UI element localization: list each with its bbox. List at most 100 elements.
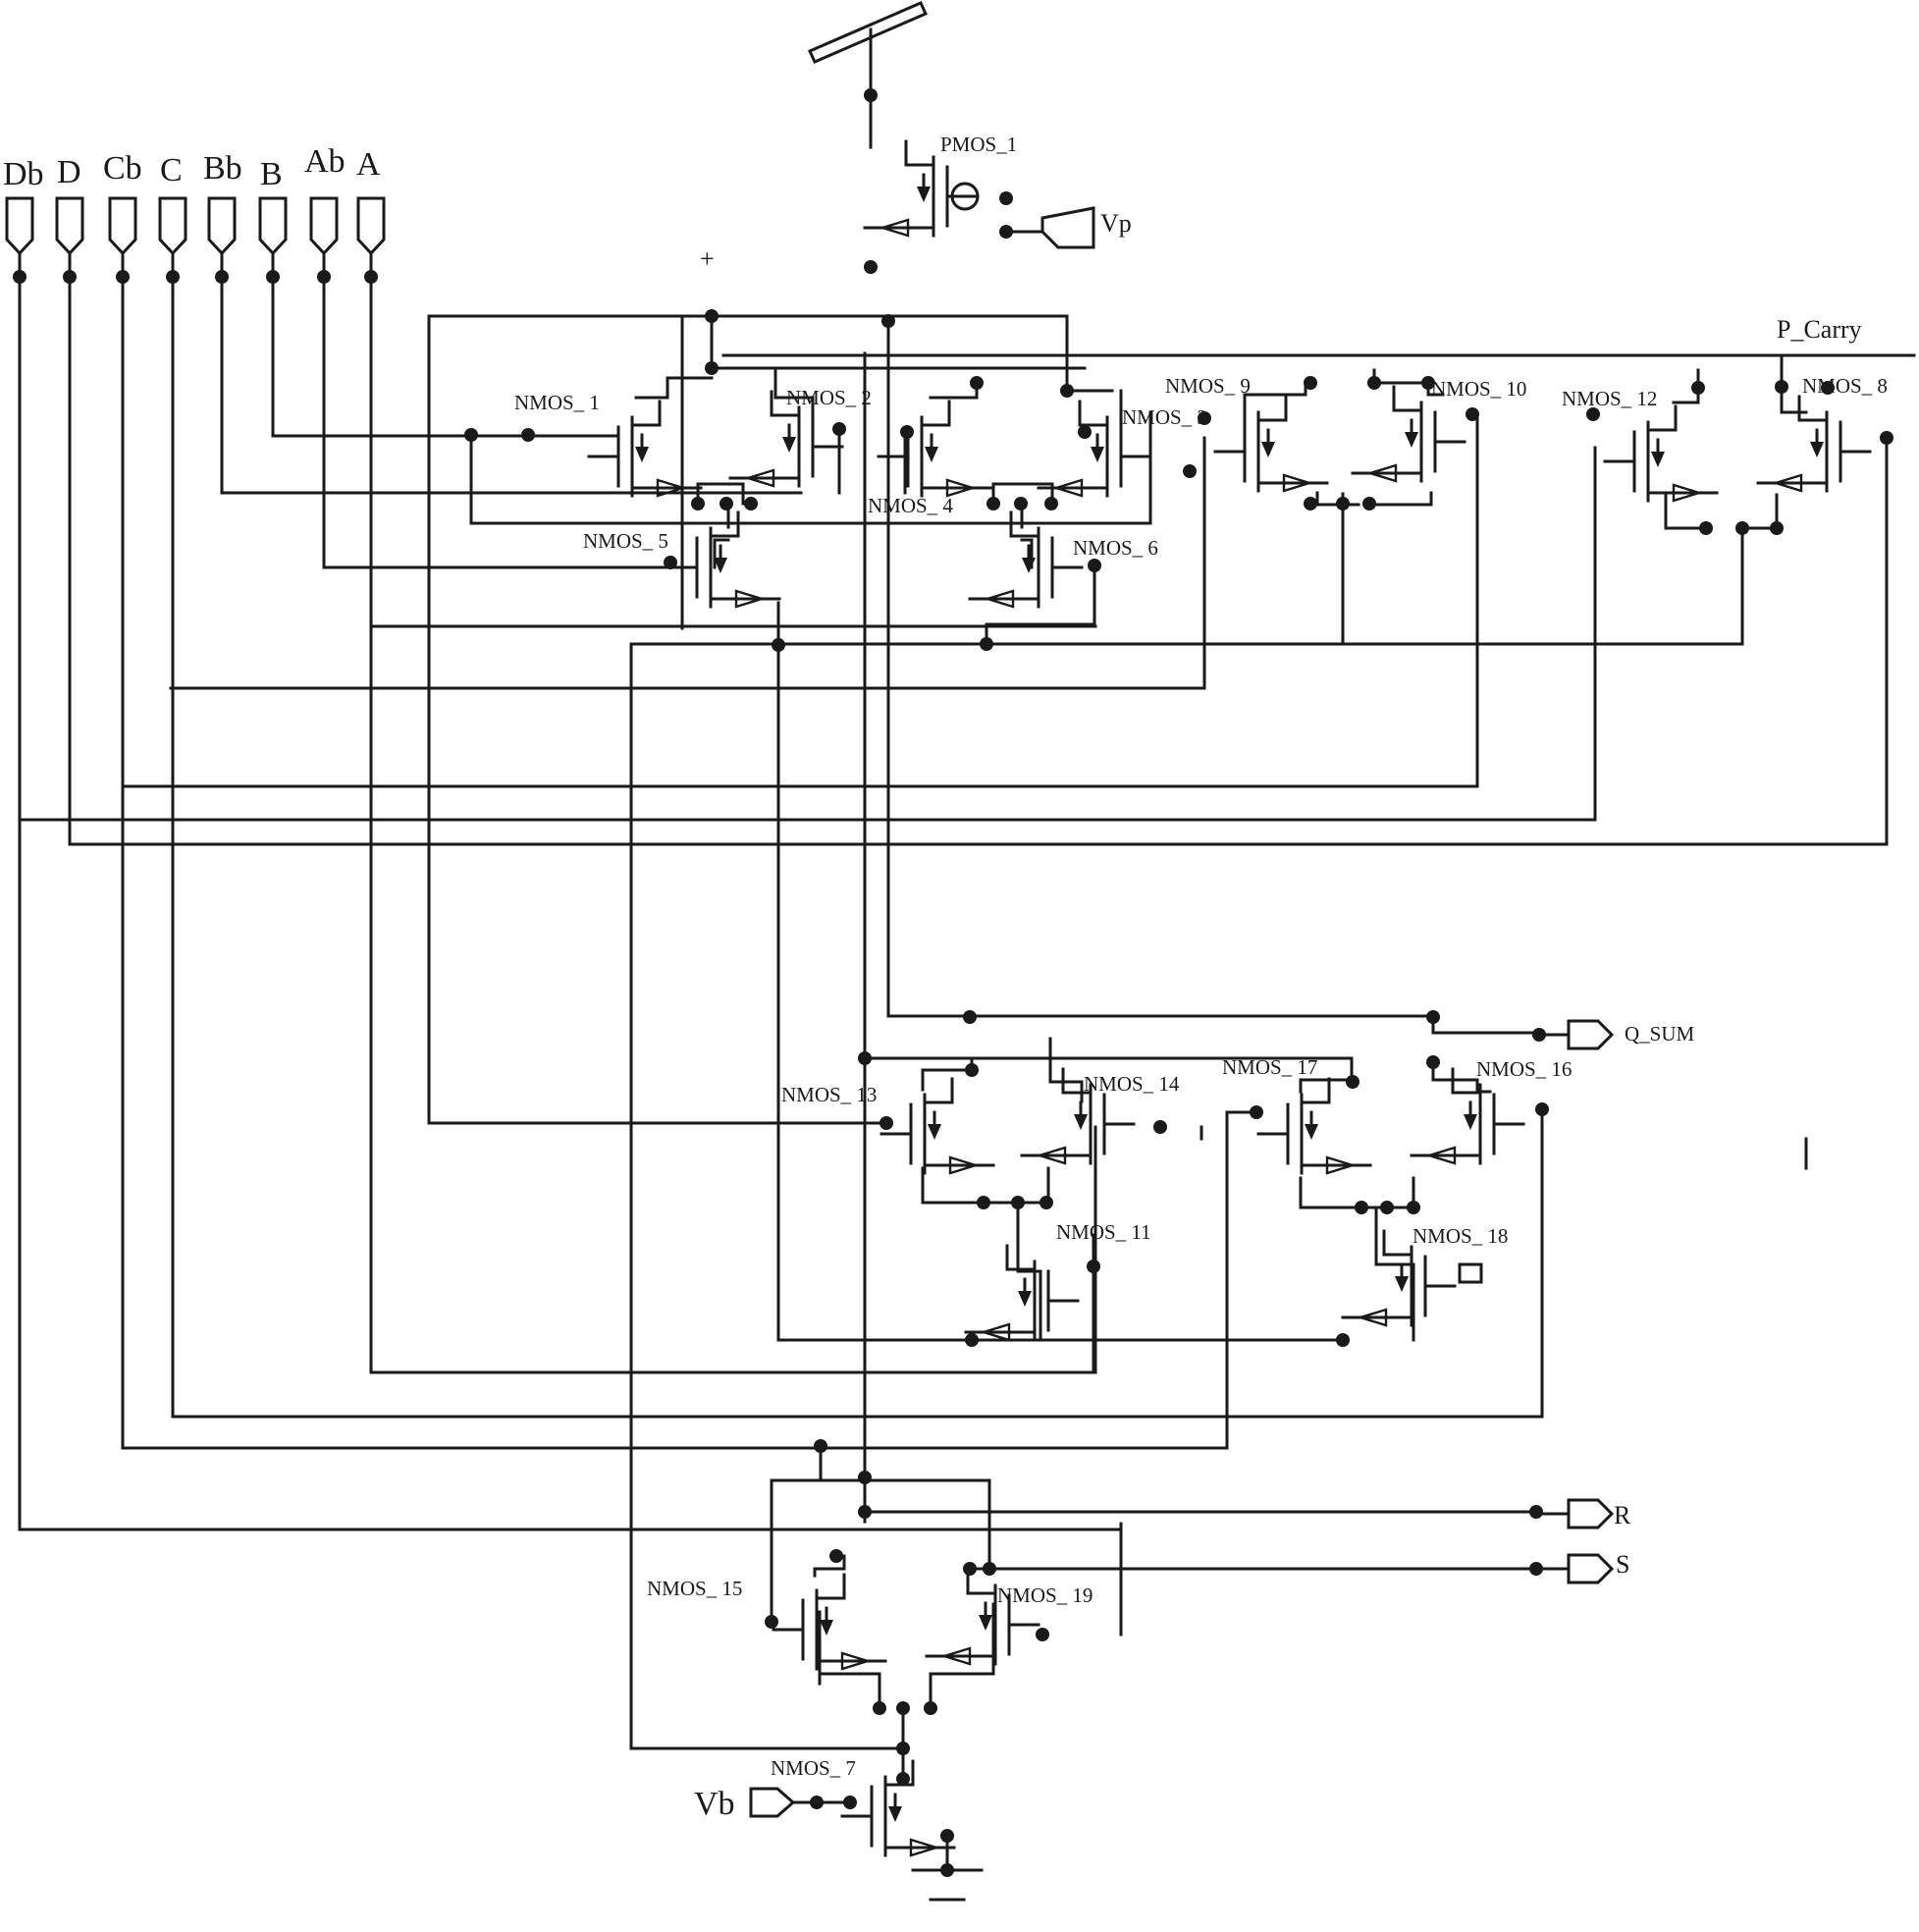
junction-dot: [1011, 1196, 1025, 1209]
input-label-D: D: [57, 154, 81, 190]
junction-dot: [1421, 376, 1435, 390]
junction-dot: [880, 1116, 893, 1130]
transistor-nmos5: NMOS_ 5: [583, 510, 781, 609]
upper-logic-wiring: [271, 314, 1152, 645]
junction-dot: [999, 191, 1013, 205]
junction-dot: [1088, 559, 1101, 572]
junction-dot: [1466, 407, 1479, 421]
junction-dot: [1535, 1102, 1549, 1116]
transistor-nmos4: NMOS_ 4: [868, 400, 992, 517]
junction-dot: [1153, 1120, 1167, 1134]
junction-dot: [896, 1772, 910, 1786]
junction-dot: [765, 1615, 778, 1629]
junction-dot: [1183, 464, 1197, 478]
ground-icon: [911, 1868, 984, 1902]
transistor-label-nmos16: NMOS_ 16: [1476, 1057, 1572, 1081]
junction-dot: [963, 1562, 977, 1576]
transistor-nmos12: NMOS_ 12: [1562, 387, 1719, 503]
input-pin-Db: Db: [3, 156, 44, 279]
transistor-label-nmos9: NMOS_ 9: [1165, 374, 1251, 398]
junction-dot: [1036, 1628, 1049, 1641]
junction-dot: [873, 1701, 886, 1715]
junction-dot: [464, 428, 478, 442]
junction-dot: [963, 1010, 977, 1024]
transistor-label-nmos12: NMOS_ 12: [1562, 387, 1657, 410]
junction-dot: [1380, 1201, 1394, 1214]
port-r-label: R: [1614, 1501, 1631, 1530]
port-vb-label: Vb: [694, 1786, 735, 1822]
terminal-square-icon: [1458, 1262, 1483, 1284]
transistor-nmos15: NMOS_ 15: [647, 1573, 887, 1671]
port-q-sum-label: Q_SUM: [1625, 1022, 1695, 1046]
junction-dot: [983, 1562, 996, 1576]
input-pin-D: D: [55, 154, 84, 279]
junction-dot: [1586, 407, 1600, 421]
supply-rail-symbol: [808, 1, 928, 149]
junction-dot: [924, 1701, 937, 1715]
distribution-wires: [18, 314, 1889, 1750]
transistor-label-nmos19: NMOS_ 19: [997, 1583, 1093, 1607]
transistor-label-nmos11: NMOS_ 11: [1056, 1220, 1151, 1244]
junction-dot: [1198, 411, 1211, 425]
junction-dot: [965, 1063, 979, 1077]
junction-dot: [1362, 497, 1376, 510]
port-p-carry-label: P_Carry: [1777, 315, 1862, 344]
junction-dot: [1735, 521, 1749, 535]
transistor-nmos17: NMOS_ 17: [1222, 1055, 1372, 1175]
junction-dot: [965, 1333, 979, 1347]
transistor-nmos10: NMOS_ 10: [1351, 377, 1526, 483]
junction-dot: [1426, 1010, 1440, 1024]
junction-dot: [1087, 1260, 1100, 1273]
transistor-nmos6: NMOS_ 6: [968, 510, 1158, 609]
plus-sign: +: [700, 244, 715, 273]
junction-dot: [900, 425, 914, 439]
junction-dot: [864, 88, 878, 102]
input-pin-B: B: [258, 156, 288, 279]
input-pin-Cb: Cb: [103, 150, 142, 279]
port-vb: Vb: [694, 1786, 852, 1822]
junction-dot: [1821, 381, 1835, 395]
junction-dot: [1078, 425, 1092, 439]
junction-dot: [1355, 1201, 1368, 1214]
junction-dot: [980, 637, 993, 651]
port-q-sum: Q_SUM: [1537, 1019, 1695, 1050]
transistor-nmos8: NMOS_ 8: [1756, 374, 1888, 493]
transistor-nmos1: NMOS_ 1: [514, 391, 703, 498]
transistor-label-nmos4: NMOS_ 4: [868, 494, 953, 517]
junction-dot: [1407, 1201, 1420, 1214]
junction-dot: [720, 497, 733, 510]
junction-dot: [772, 638, 785, 652]
junction-dot: [986, 497, 1000, 510]
junction-dot: [705, 361, 719, 375]
junction-dot: [832, 422, 846, 436]
junction-dot: [858, 1051, 872, 1065]
junction-dot: [1775, 380, 1788, 394]
port-s: S: [1534, 1550, 1629, 1584]
junction-dot: [1250, 1105, 1263, 1119]
junction-dot: [829, 1549, 843, 1563]
junction-dot: [940, 1829, 954, 1843]
junction-dot: [858, 1505, 872, 1519]
transistor-nmos16: NMOS_ 16: [1410, 1057, 1572, 1165]
junction-dot: [970, 376, 984, 390]
junction-dot: [664, 556, 677, 569]
transistor-nmos11: NMOS_ 11: [964, 1220, 1151, 1342]
input-label-A: A: [356, 146, 381, 183]
junction-dot: [1336, 1333, 1350, 1347]
junction-dot: [1367, 376, 1381, 390]
junction-dot: [1304, 497, 1317, 510]
junction-dot: [521, 428, 535, 442]
transistor-nmos14: NMOS_ 14: [1020, 1067, 1180, 1165]
input-pin-C: C: [158, 152, 187, 279]
junction-dot: [1346, 1075, 1359, 1089]
transistor-pmos1: PMOS_1: [863, 133, 1017, 238]
port-r: R: [1534, 1498, 1631, 1530]
junction-dot: [691, 497, 705, 510]
junction-dot: [1529, 1505, 1543, 1519]
input-bus-wires: [18, 275, 1889, 1637]
junction-dot: [1691, 381, 1705, 395]
transistor-nmos9: NMOS_ 9: [1165, 374, 1329, 493]
transistor-label-nmos17: NMOS_ 17: [1222, 1055, 1317, 1079]
transistor-nmos2: NMOS_ 2: [728, 386, 872, 488]
